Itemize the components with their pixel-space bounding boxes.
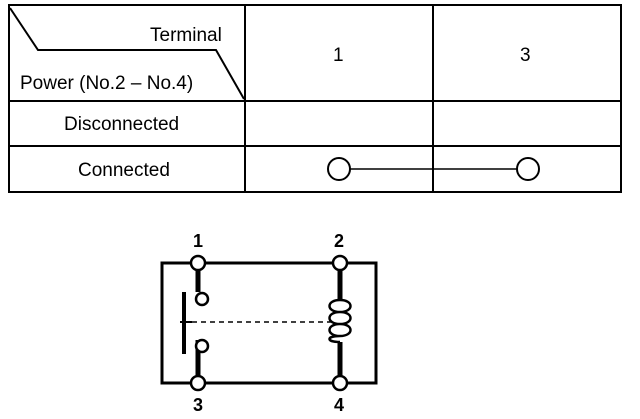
terminal-4-node (331, 374, 349, 392)
pin-label-2: 2 (334, 231, 345, 251)
column-header-terminal-3: 3 (520, 45, 531, 66)
switch-contact-upper (194, 291, 210, 307)
header-diagonal (9, 7, 245, 100)
pin-label-3: 3 (193, 395, 204, 415)
relay-drawing (160, 254, 378, 392)
relay-coil (328, 298, 352, 344)
switch-contact-lower (194, 338, 210, 354)
terminal-2-node (331, 254, 349, 272)
header-terminal-label: Terminal (150, 25, 222, 46)
header-power-label: Power (No.2 – No.4) (20, 73, 194, 94)
row-label-disconnected: Disconnected (64, 114, 180, 135)
terminal-1-connection-dot (327, 157, 351, 181)
continuity-table: Terminal Power (No.2 – No.4) 1 3 Disconn… (8, 4, 623, 194)
table-grid (8, 4, 622, 193)
relay-housing (160, 261, 378, 385)
column-header-terminal-1: 1 (333, 45, 344, 66)
terminal-3-node (189, 374, 207, 392)
pin-label-4: 4 (334, 395, 345, 415)
terminal-3-connection-dot (516, 157, 540, 181)
pin-label-1: 1 (193, 231, 204, 251)
terminal-1-node (189, 254, 207, 272)
relay-schematic: 1 2 3 4 (150, 228, 390, 414)
row-label-connected: Connected (78, 160, 170, 181)
